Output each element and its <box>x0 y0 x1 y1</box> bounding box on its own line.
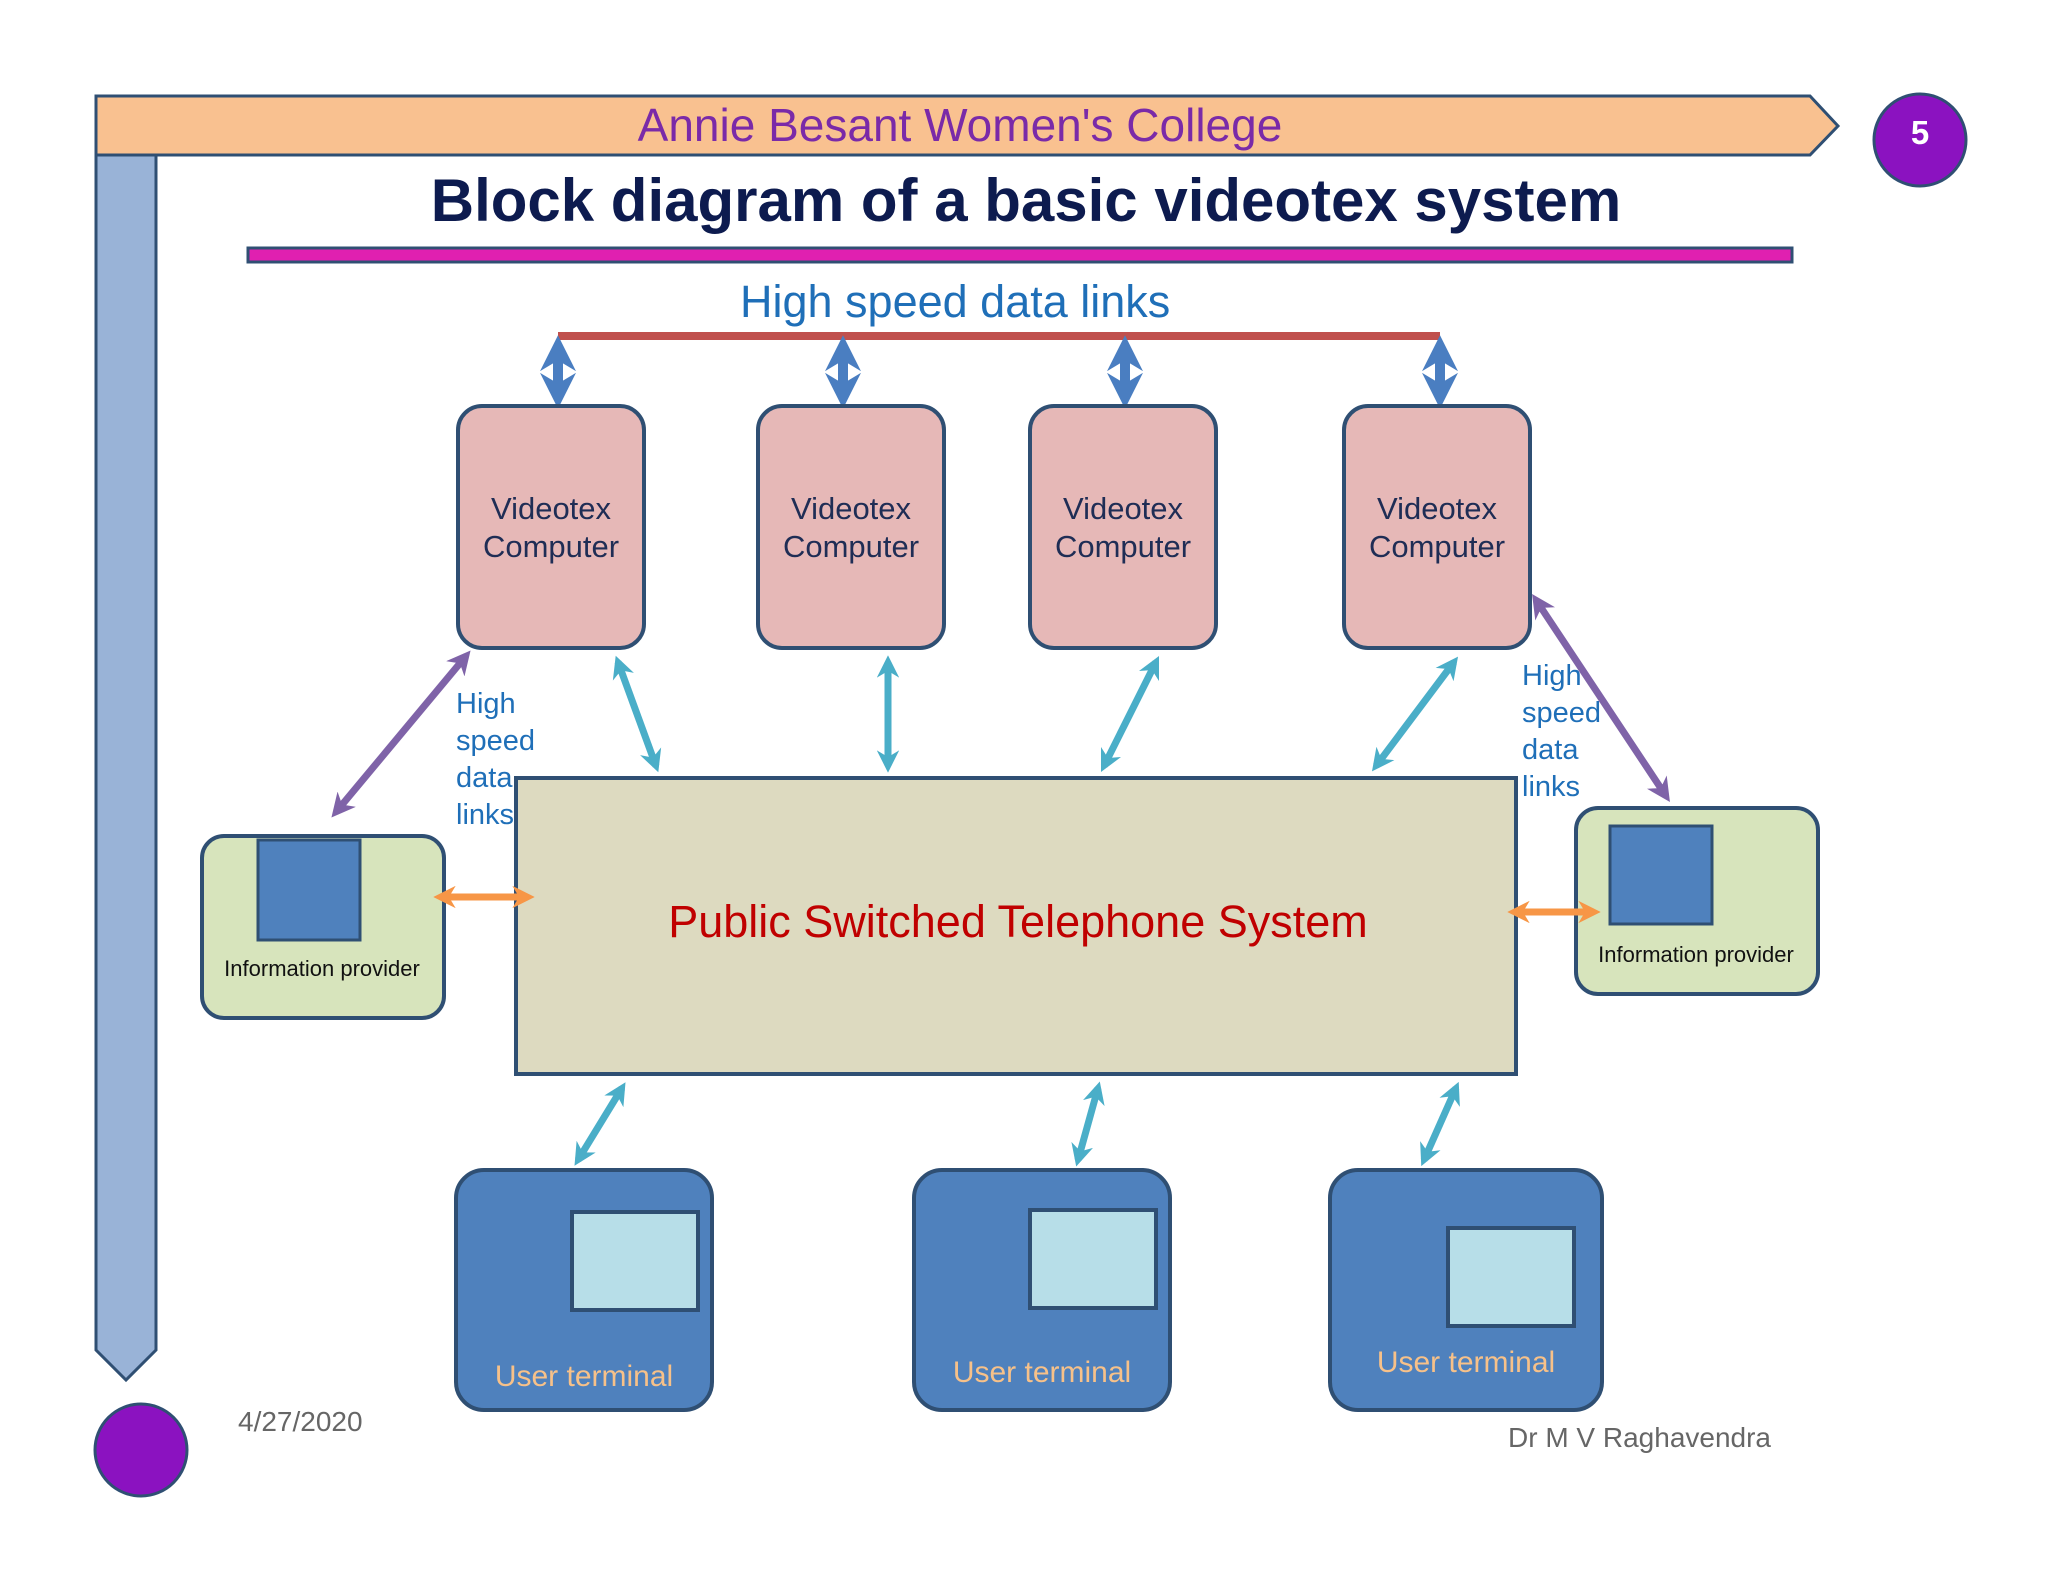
sidebar-bar <box>94 153 158 1383</box>
college-name: Annie Besant Women's College <box>637 99 1283 151</box>
user-terminal-label-1: User terminal <box>494 1360 674 1393</box>
videotex-computer-label-3: Videotex Computer <box>1054 491 1192 564</box>
videotex-computer-label-1: Videotex Computer <box>482 491 620 564</box>
videotex-computer-1 <box>456 404 646 650</box>
pstn-label: Public Switched Telephone System <box>668 896 1368 947</box>
slide-title: Block diagram of a basic videotex system <box>430 167 1622 234</box>
videotex-computer-2 <box>756 404 946 650</box>
pstn-terminal-arrow-1 <box>574 1082 626 1166</box>
provider-link-right <box>1532 594 1670 802</box>
terminal-screen-1 <box>570 1210 700 1312</box>
videotex-computer-4 <box>1342 404 1532 650</box>
user-terminal-label-3: User terminal <box>1376 1346 1556 1379</box>
computer-pstn-arrow-1 <box>612 655 662 773</box>
footer-date: 4/27/2020 <box>238 1406 363 1437</box>
side-link-label-right: High speed data links <box>1522 660 1602 803</box>
header-banner <box>94 94 1841 157</box>
information-provider-label-left: Information provider <box>224 956 420 981</box>
information-provider-label-right: Information provider <box>1598 942 1794 967</box>
computer-pstn-arrow-4 <box>1371 656 1459 772</box>
terminal-screen-3 <box>1446 1226 1576 1328</box>
page-number-circle <box>1872 92 1968 188</box>
provider-icon-right <box>1608 824 1714 926</box>
bottom-circle <box>93 1402 189 1498</box>
videotex-computer-label-2: Videotex Computer <box>782 491 920 564</box>
pstn-terminal-arrow-3 <box>1420 1081 1460 1167</box>
footer-author: Dr M V Raghavendra <box>1508 1422 1772 1453</box>
computer-pstn-arrow-3 <box>1100 655 1160 773</box>
pstn-terminal-arrow-2 <box>1071 1081 1105 1167</box>
title-underline <box>246 246 1794 264</box>
top-link-label: High speed data links <box>740 276 1171 327</box>
provider-icon-left <box>256 838 362 942</box>
terminal-screen-2 <box>1028 1208 1158 1310</box>
videotex-computer-label-4: Videotex Computer <box>1368 491 1506 564</box>
pstn-box <box>514 776 1518 1076</box>
user-terminal-label-2: User terminal <box>952 1356 1132 1389</box>
side-link-label-left: High speed data links <box>456 688 536 831</box>
page-number: 5 <box>1910 114 1930 151</box>
videotex-computer-3 <box>1028 404 1218 650</box>
provider-link-left <box>331 650 471 818</box>
